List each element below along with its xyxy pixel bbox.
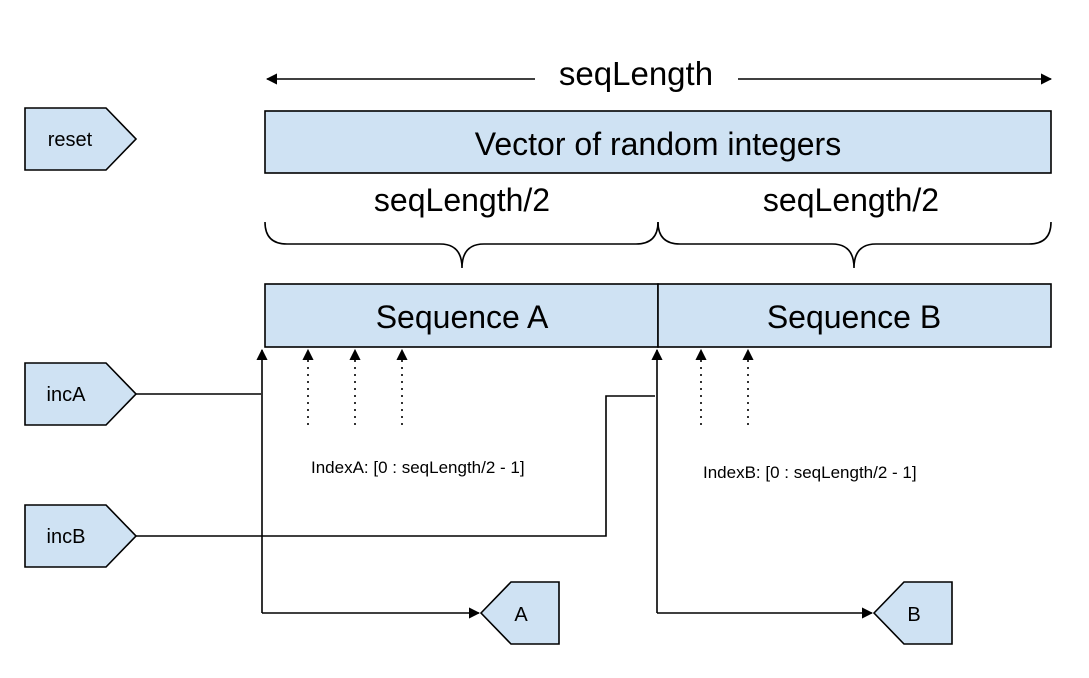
- output-b-label: B: [907, 604, 920, 626]
- inca-input: incA: [24, 362, 138, 426]
- index-a-label: IndexA: [0 : seqLength/2 - 1]: [311, 458, 525, 477]
- half-label-a: seqLength/2: [374, 182, 550, 218]
- half-label-b: seqLength/2: [763, 182, 939, 218]
- seq-length-label: seqLength: [559, 55, 713, 92]
- vector-box: Vector of random integers: [264, 110, 1052, 174]
- vector-box-label: Vector of random integers: [475, 126, 841, 162]
- inca-input-shape: [24, 362, 138, 426]
- sequence-a-rect: [264, 283, 659, 348]
- incb-input: incB: [24, 504, 138, 568]
- output-b-shape: [872, 581, 953, 645]
- output-a: A: [479, 581, 560, 645]
- sequence-b-label: Sequence B: [767, 299, 941, 335]
- output-b: B: [872, 581, 953, 645]
- reset-input: reset: [24, 107, 138, 171]
- index-b-label: IndexB: [0 : seqLength/2 - 1]: [703, 463, 917, 482]
- sequence-b-box: Sequence B: [657, 283, 1052, 348]
- incb-input-label: incB: [47, 526, 86, 548]
- output-a-shape: [479, 581, 560, 645]
- incb-input-shape: [24, 504, 138, 568]
- vector-box-rect: [264, 110, 1052, 174]
- sequence-a-label: Sequence A: [376, 299, 549, 335]
- incb-wire: [136, 395, 655, 537]
- inca-input-label: incA: [47, 384, 87, 406]
- sequence-b-rect: [657, 283, 1052, 348]
- reset-input-label: reset: [48, 129, 93, 151]
- seq-length-dimension: seqLength: [265, 55, 1053, 92]
- sequence-a-box: Sequence A: [264, 283, 659, 348]
- reset-input-shape: [24, 107, 138, 171]
- brace-a: [264, 221, 659, 269]
- output-a-label: A: [514, 604, 528, 626]
- brace-b: [657, 221, 1052, 269]
